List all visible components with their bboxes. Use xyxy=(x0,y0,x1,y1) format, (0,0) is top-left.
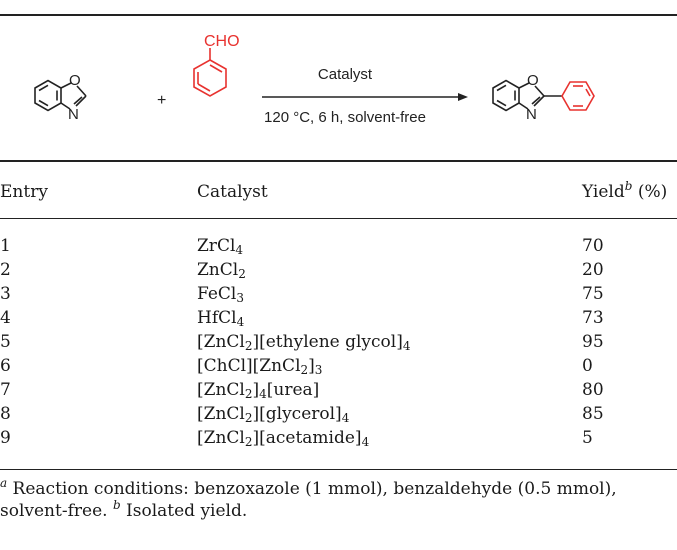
yield-cell: 70 xyxy=(582,236,604,256)
yield-cell: 80 xyxy=(582,380,604,400)
entry-cell: 4 xyxy=(0,308,11,328)
yield-cell: 75 xyxy=(582,284,604,304)
footnote-b-text: Isolated yield. xyxy=(120,501,248,521)
bottom-rule xyxy=(0,469,677,470)
catalyst-cell: ZnCl2 xyxy=(197,260,246,281)
header-yield-footnote-mark: b xyxy=(624,179,633,193)
catalyst-cell: [ChCl][ZnCl2]3 xyxy=(197,356,323,377)
entry-cell: 8 xyxy=(0,404,11,424)
table-row: 5 [ZnCl2][ethylene glycol]4 95 xyxy=(0,332,677,356)
table-row: 1 ZrCl4 70 xyxy=(0,236,677,260)
header-rule xyxy=(0,218,677,219)
header-yield-label: Yield xyxy=(582,182,625,202)
reaction-scheme: O N + CHO Catalyst 120 °C, 6 h, solvent-… xyxy=(34,33,595,126)
table-row: 9 [ZnCl2][acetamide]4 5 xyxy=(0,428,677,452)
table-row: 6 [ChCl][ZnCl2]3 0 xyxy=(0,356,677,380)
yield-cell: 0 xyxy=(582,356,593,376)
entry-cell: 6 xyxy=(0,356,11,376)
reaction-arrow xyxy=(262,93,468,101)
benzoxazole-structure xyxy=(34,79,87,112)
table-row: 7 [ZnCl2]4[urea] 80 xyxy=(0,380,677,404)
table-row: 3 FeCl3 75 xyxy=(0,284,677,308)
plus-sign: + xyxy=(157,92,166,109)
entry-cell: 7 xyxy=(0,380,11,400)
footnote: a Reaction conditions: benzoxazole (1 mm… xyxy=(0,476,677,522)
header-yield: Yieldb (%) xyxy=(582,179,668,202)
catalyst-cell: [ZnCl2]4[urea] xyxy=(197,380,320,401)
catalyst-cell: HfCl4 xyxy=(197,308,245,329)
atom-O-reactant: O xyxy=(69,72,81,89)
scheme-bottom-rule xyxy=(0,160,677,162)
product-structure xyxy=(492,79,562,112)
yield-cell: 95 xyxy=(582,332,604,352)
conditions-label: 120 °C, 6 h, solvent-free xyxy=(264,109,426,126)
catalyst-cell: FeCl3 xyxy=(197,284,245,305)
entry-cell: 1 xyxy=(0,236,11,256)
footnote-mark-a: a xyxy=(0,476,8,490)
yield-cell: 20 xyxy=(582,260,604,280)
atom-N-reactant: N xyxy=(68,106,79,123)
catalyst-cell: ZrCl4 xyxy=(197,236,244,257)
header-catalyst: Catalyst xyxy=(197,182,268,202)
entry-cell: 5 xyxy=(0,332,11,352)
atom-N-product: N xyxy=(526,106,537,123)
catalyst-cell: [ZnCl2][glycerol]4 xyxy=(197,404,350,425)
catalyst-cell: [ZnCl2][acetamide]4 xyxy=(197,428,370,449)
header-yield-unit: (%) xyxy=(632,182,668,202)
header-entry: Entry xyxy=(0,182,48,202)
entry-cell: 2 xyxy=(0,260,11,280)
catalyst-label: Catalyst xyxy=(318,66,373,83)
table-row: 8 [ZnCl2][glycerol]4 85 xyxy=(0,404,677,428)
yield-cell: 73 xyxy=(582,308,604,328)
table-row: 4 HfCl4 73 xyxy=(0,308,677,332)
atom-O-product: O xyxy=(527,72,539,89)
aldehyde-label: CHO xyxy=(204,33,240,50)
entry-cell: 9 xyxy=(0,428,11,448)
yield-cell: 85 xyxy=(582,404,604,424)
top-rule xyxy=(0,14,677,16)
entry-cell: 3 xyxy=(0,284,11,304)
footnote-mark-b: b xyxy=(112,498,121,512)
product-phenyl-ring xyxy=(561,81,595,111)
benzaldehyde-structure xyxy=(193,48,227,97)
footnote-a-text: Reaction conditions: benzoxazole (1 mmol… xyxy=(0,479,617,521)
yield-cell: 5 xyxy=(582,428,593,448)
table-row: 2 ZnCl2 20 xyxy=(0,260,677,284)
catalyst-cell: [ZnCl2][ethylene glycol]4 xyxy=(197,332,411,353)
